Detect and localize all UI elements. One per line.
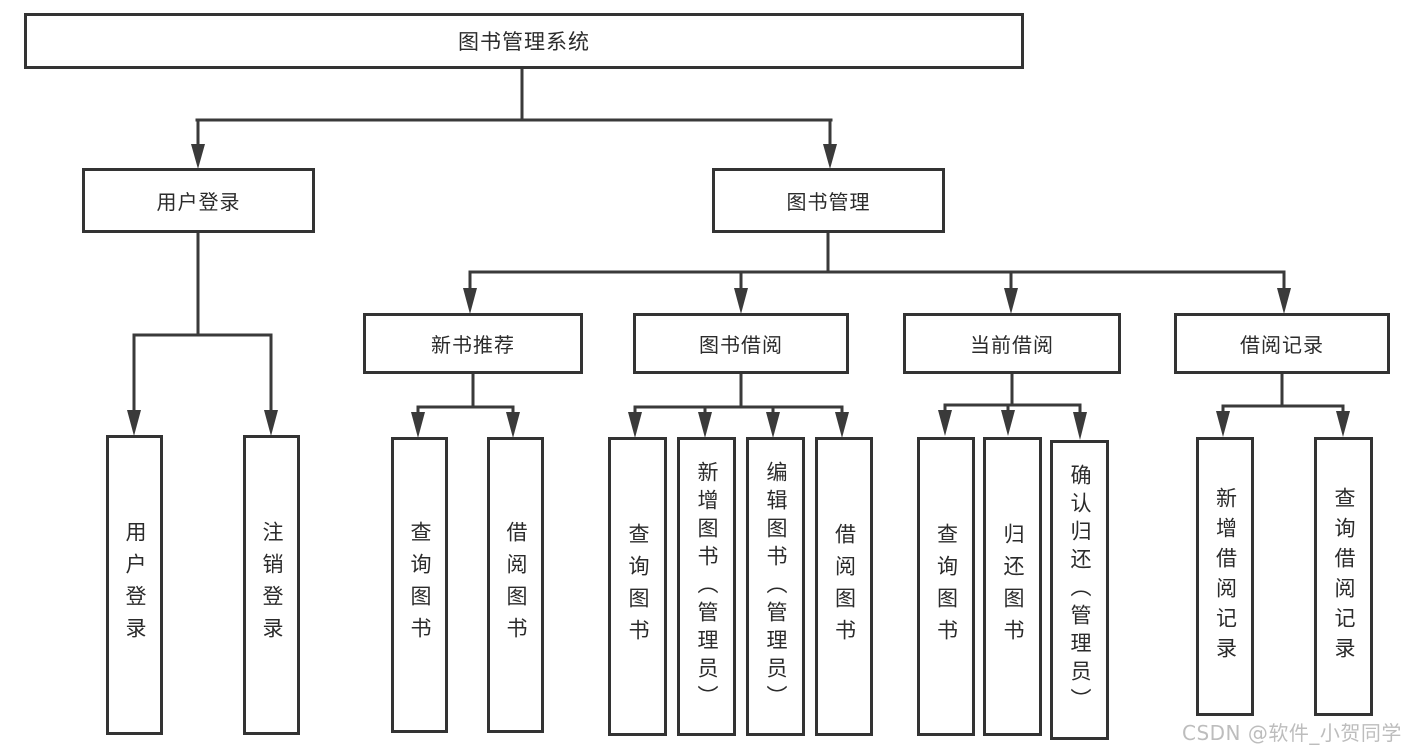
arrowhead — [191, 144, 205, 169]
arrowhead — [264, 410, 278, 436]
arrowhead — [1216, 411, 1230, 437]
arrowhead — [628, 412, 642, 438]
node-borrow-records: 借阅记录 — [1174, 313, 1390, 374]
node-root-system: 图书管理系统 — [24, 13, 1024, 69]
arrowhead — [411, 412, 425, 438]
arrowhead — [1336, 411, 1350, 437]
node-leaf-query-books-cb: 查询图书 — [917, 437, 975, 736]
node-leaf-edit-books-admin: 编辑图书（管理员） — [746, 437, 805, 736]
arrowhead — [506, 412, 520, 438]
node-book-management: 图书管理 — [712, 168, 945, 233]
node-new-book-recommend: 新书推荐 — [363, 313, 583, 374]
connector-borrow-records-to-leaves — [1216, 371, 1350, 437]
node-leaf-query-books-bb: 查询图书 — [608, 437, 667, 736]
node-leaf-query-books-rec: 查询图书 — [391, 437, 448, 733]
connector-user-login-to-leaves — [127, 231, 278, 436]
arrowhead — [698, 412, 712, 438]
node-leaf-query-borrow-record: 查询借阅记录 — [1314, 437, 1373, 716]
arrowhead — [1073, 412, 1087, 440]
node-leaf-add-borrow-record: 新增借阅记录 — [1196, 437, 1254, 716]
connector-new-book-rec-to-leaves — [411, 371, 520, 438]
watermark: CSDN @软件_小贺同学 — [1182, 721, 1402, 745]
arrowhead — [127, 410, 141, 436]
node-leaf-confirm-return-admin: 确认归还（管理员） — [1050, 440, 1109, 740]
node-current-borrow: 当前借阅 — [903, 313, 1121, 374]
node-leaf-logout: 注销登录 — [243, 435, 300, 735]
node-leaf-user-login: 用户登录 — [106, 435, 163, 735]
connector-root-to-level2 — [191, 67, 837, 169]
arrowhead — [835, 412, 849, 438]
node-leaf-return-books: 归还图书 — [983, 437, 1042, 736]
connector-book-mgmt-to-level3 — [463, 231, 1291, 314]
arrowhead — [766, 412, 780, 438]
node-book-borrow: 图书借阅 — [633, 313, 849, 374]
arrowhead — [734, 288, 748, 314]
node-leaf-borrow-books-rec: 借阅图书 — [487, 437, 544, 733]
connector-current-borrow-to-leaves — [938, 371, 1087, 440]
arrowhead — [1004, 288, 1018, 314]
node-leaf-borrow-books-bb: 借阅图书 — [815, 437, 873, 736]
connector-book-borrow-to-leaves — [628, 371, 849, 438]
arrowhead — [1001, 410, 1015, 436]
arrowhead — [463, 288, 477, 314]
arrowhead — [823, 144, 837, 169]
node-leaf-add-books-admin: 新增图书（管理员） — [677, 437, 736, 736]
arrowhead — [938, 410, 952, 436]
node-user-login: 用户登录 — [82, 168, 315, 233]
arrowhead — [1277, 288, 1291, 314]
